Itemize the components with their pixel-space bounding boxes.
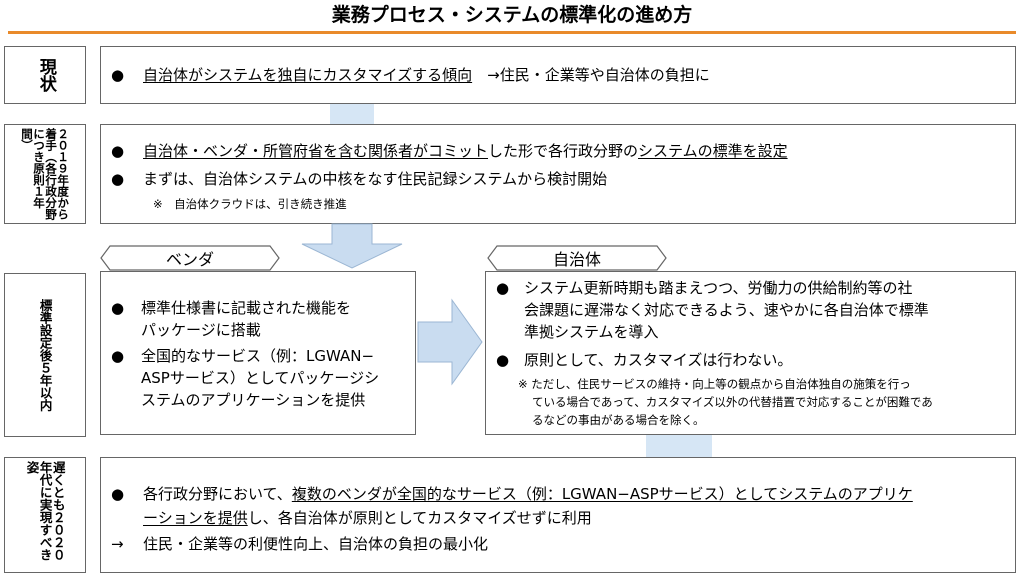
start-note: ※ 自治体クラウドは、引き続き推進: [153, 197, 347, 211]
municipality-tag: 自治体: [487, 245, 667, 271]
municipality-panel: ● システム更新時期も踏まえつつ、労働力の供給制約等の社 会課題に遅滞なく対応で…: [485, 271, 1016, 435]
start-line-1-mid: した形で各行政分野の: [488, 142, 639, 160]
row-label-goal: 遅くとも２０２０年代に実現すべき姿: [4, 457, 86, 573]
start-line-2: まずは、自治体システムの中核をなす住民記録システムから検討開始: [143, 170, 608, 188]
row-label-within5: 標準設定後５年以内: [4, 273, 86, 437]
bullet-icon: ●: [111, 347, 125, 365]
goal-line-2-a: ーションを提供: [143, 509, 248, 527]
current-text-rest: →住民・企業等や自治体の負担に: [487, 66, 710, 84]
bullet-icon: ●: [496, 279, 510, 297]
current-text: 自治体がシステムを独自にカスタマイズする傾向 →住民・企業等や自治体の負担に: [143, 65, 710, 85]
vendor-text-2a: 全国的なサービス（例：LGWAN−: [141, 347, 375, 365]
row-label-start-text: ２０１９年度から着手（各行政分野につき原則１年間）: [19, 128, 71, 220]
page-title: 業務プロセス・システムの標準化の進め方: [331, 4, 693, 26]
municipality-note-c: るなどの事由がある場合を除く。: [532, 413, 705, 427]
vendor-panel: ● 標準仕様書に記載された機能を パッケージに搭載 ● 全国的なサービス（例：L…: [100, 271, 416, 435]
municipality-note-a: ※ ただし、住民サービスの維持・向上等の観点から自治体独自の施策を行っ: [518, 377, 911, 391]
municipality-tag-label: 自治体: [552, 250, 601, 269]
goal-line-2-b: し、各自治体が原則としてカスタマイズせずに利用: [247, 509, 592, 527]
goal-line-3: 住民・企業等の利便性向上、自治体の負担の最小化: [143, 535, 489, 553]
bullet-icon: ●: [111, 142, 125, 160]
bullet-icon: ●: [111, 485, 125, 503]
vendor-text-2b: ASPサービス）としてパッケージシ: [141, 369, 380, 387]
vendor-tag-label: ベンダ: [165, 250, 214, 269]
start-line-1: 自治体・ベンダ・所管府省を含む関係者がコミットした形で各行政分野のシステムの標準…: [143, 141, 788, 161]
vendor-text-2c: ステムのアプリケーションを提供: [141, 391, 366, 409]
start-line-1-tail: システムの標準を設定: [638, 142, 788, 160]
bullet-icon: ●: [111, 66, 125, 84]
vendor-text-1b: パッケージに搭載: [141, 321, 261, 339]
goal-line-1-b: 複数のベンダが全国的なサービス（例：LGWAN−ASPサービス）としてシステムの…: [291, 485, 913, 503]
right-arrow-icon: →: [111, 535, 124, 553]
bullet-icon: ●: [111, 170, 125, 188]
municipality-text-2: 原則として、カスタマイズは行わない。: [524, 351, 793, 369]
current-text-underlined: 自治体がシステムを独自にカスタマイズする傾向: [143, 66, 473, 84]
bullet-icon: ●: [496, 351, 510, 369]
current-panel: ● 自治体がシステムを独自にカスタマイズする傾向 →住民・企業等や自治体の負担に: [100, 46, 1016, 104]
row-label-goal-text: 遅くとも２０２０年代に実現すべき姿: [24, 461, 66, 561]
municipality-text-1c: 準拠システムを導入: [524, 323, 659, 341]
goal-line-2: ーションを提供し、各自治体が原則としてカスタマイズせずに利用: [143, 508, 592, 528]
row-label-start: ２０１９年度から着手（各行政分野につき原則１年間）: [4, 124, 86, 224]
municipality-note-b: ている場合であって、カスタマイズ以外の代替措置で対応することが困難であ: [532, 395, 933, 409]
start-panel: ● 自治体・ベンダ・所管府省を含む関係者がコミットした形で各行政分野のシステムの…: [100, 124, 1016, 224]
flow-connector: [646, 435, 712, 457]
goal-panel: ● 各行政分野において、複数のベンダが全国的なサービス（例：LGWAN−ASPサ…: [100, 457, 1016, 573]
row-label-current-text: 現状: [35, 58, 56, 92]
row-label-current: 現状: [4, 46, 86, 104]
start-line-1-underlined: 自治体・ベンダ・所管府省を含む関係者がコミット: [143, 142, 489, 160]
bullet-icon: ●: [111, 299, 125, 317]
vendor-tag: ベンダ: [100, 245, 280, 271]
title-divider: [8, 31, 1016, 34]
flow-connector: [330, 104, 374, 124]
municipality-text-1a: システム更新時期も踏まえつつ、労働力の供給制約等の社: [524, 279, 913, 297]
vendor-text-1a: 標準仕様書に記載された機能を: [141, 299, 352, 317]
row-label-within5-text: 標準設定後５年以内: [37, 298, 53, 412]
municipality-text-1b: 会課題に遅滞なく対応できるよう、速やかに各自治体で標準: [524, 301, 929, 319]
goal-line-1: 各行政分野において、複数のベンダが全国的なサービス（例：LGWAN−ASPサービ…: [143, 484, 913, 504]
goal-line-1-a: 各行政分野において、: [143, 485, 292, 503]
